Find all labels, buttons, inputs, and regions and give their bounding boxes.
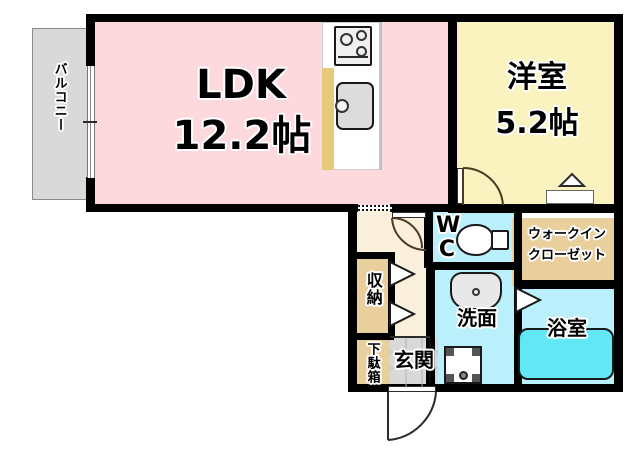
pan-corner-bl — [446, 374, 454, 382]
pan-corner-tr — [472, 348, 480, 356]
room-label-ldk: LDK — [196, 62, 286, 108]
room-label-wic-line1: ウォークイン — [527, 227, 606, 242]
wall-hall-left — [348, 204, 357, 392]
room-label-shoebox: 下駄箱 — [364, 342, 380, 384]
room-label-wic-line2: クローゼット — [527, 248, 606, 263]
room-shoebox-fill — [356, 340, 390, 386]
toilet-tank-icon — [491, 230, 509, 250]
sink-drain-icon — [335, 99, 349, 113]
room-label-storage: 収納 — [363, 272, 383, 306]
wall-storage-bottom — [352, 333, 394, 340]
wall-wic-bath — [514, 280, 622, 289]
wall-right-exterior — [614, 14, 623, 392]
room-label-balcony: バルコニー — [51, 62, 67, 132]
wall-bottom-ldk-left — [86, 204, 358, 212]
wall-storage-right — [388, 252, 395, 338]
kitchen-counter — [322, 68, 334, 170]
room-label-wc-line1: W — [436, 213, 461, 238]
wall-bottom-exterior — [348, 384, 622, 392]
western-room-window — [546, 190, 594, 204]
stove-burner-2 — [356, 30, 367, 41]
pan-corner-tl — [446, 348, 454, 356]
wall-western-bottom — [448, 204, 622, 213]
hall-door-panel — [392, 212, 426, 218]
wall-storage-top — [352, 252, 394, 259]
wall-top-ldk — [94, 14, 456, 22]
vanity-drain-icon — [472, 288, 480, 296]
stove-grill-line — [338, 56, 368, 58]
wall-bottom-ldk-right — [390, 204, 456, 212]
room-label-washroom: 洗面 — [457, 306, 497, 330]
room-balcony-fill — [32, 28, 94, 200]
room-storage-fill — [356, 258, 390, 336]
toilet-bowl-icon — [456, 224, 494, 256]
wall-left-ldk-lower — [86, 177, 95, 212]
entrance-door-panel — [388, 386, 436, 392]
wall-top-western — [456, 14, 622, 22]
wall-ldk-western — [448, 14, 457, 212]
ldk-hall-sliding-door — [358, 205, 392, 211]
room-label-genkan: 玄関 — [394, 348, 434, 372]
bathtub-icon — [518, 328, 614, 380]
room-wic-fill — [512, 218, 618, 286]
pan-drain-icon — [459, 371, 468, 380]
wall-left-ldk-upper — [86, 14, 95, 66]
wall-hall-right-upper — [424, 204, 433, 268]
wall-wc-washroom — [426, 262, 522, 270]
window-center-mark — [83, 121, 97, 123]
room-label-western: 洋室 — [507, 60, 567, 95]
room-ldk-fill — [94, 20, 456, 210]
pan-corner-br — [472, 374, 480, 382]
stove-burner-1 — [340, 33, 353, 46]
room-area-ldk: 12.2帖 — [172, 113, 312, 159]
western-door-panel — [457, 168, 463, 204]
room-label-wc-line2: C — [438, 237, 456, 262]
wall-hall-right-lower — [426, 268, 435, 390]
room-area-western: 5.2帖 — [495, 106, 579, 141]
room-label-bath: 浴室 — [547, 316, 587, 340]
genkan-step-line — [390, 336, 430, 338]
